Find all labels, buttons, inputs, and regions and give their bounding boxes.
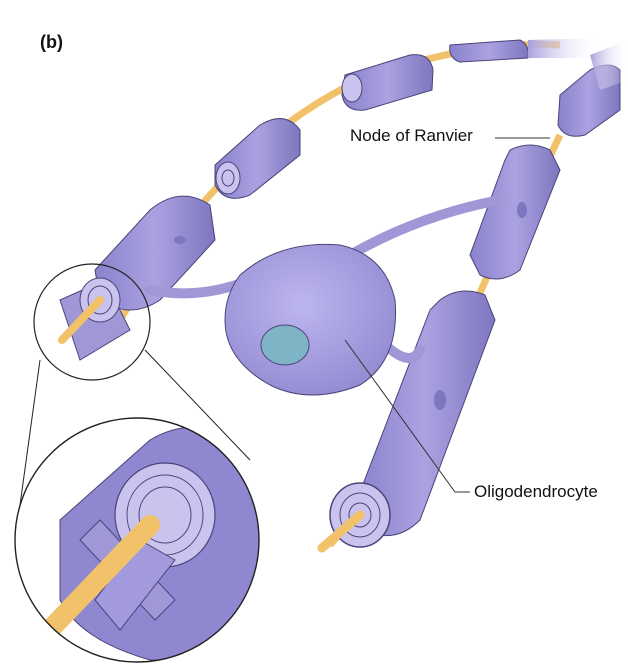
nucleus xyxy=(261,325,309,365)
panel-label: (b) xyxy=(40,32,63,53)
oligodendrocyte-cell-body xyxy=(225,244,396,395)
myelin-segment-3 xyxy=(342,55,433,111)
myelin-segment-6 xyxy=(470,145,560,279)
zoom-callout-circle xyxy=(15,418,260,663)
small-callout-circle xyxy=(34,264,150,380)
oligodendrocyte-label: Oligodendrocyte xyxy=(474,482,598,502)
myelin-cut-end xyxy=(322,483,390,548)
node-of-ranvier-label: Node of Ranvier xyxy=(350,126,473,146)
myelin-segment-2 xyxy=(215,119,300,199)
